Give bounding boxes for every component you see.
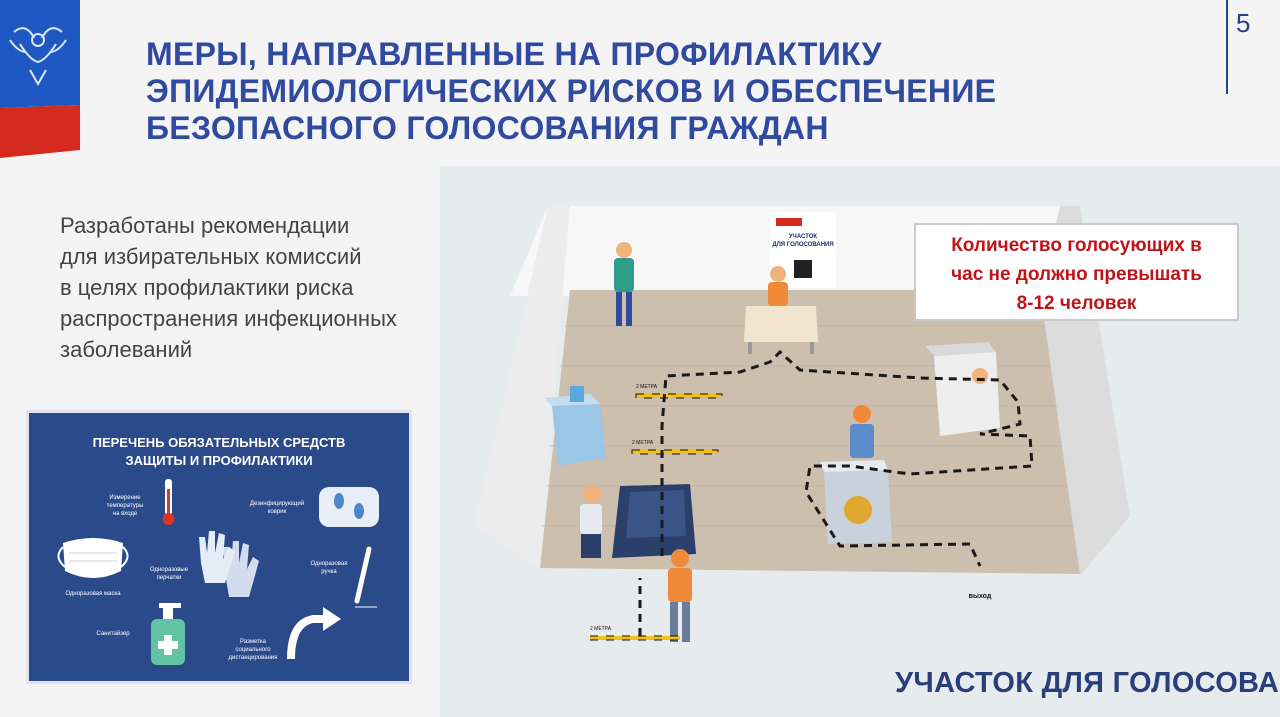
distance-label: 2 МЕТРА [632, 440, 654, 446]
intro-line: для избирательных комиссий [60, 244, 362, 269]
intro-text: Разработаны рекомендации для избирательн… [60, 210, 430, 365]
pen-label: ручка [321, 569, 337, 575]
voter-figure [614, 242, 634, 326]
disinfection-mat-icon [319, 487, 379, 527]
marking-label: социального [235, 647, 271, 653]
thermometer-label: Измерение [109, 495, 141, 501]
mask-label: Одноразовая маска [65, 591, 121, 597]
mat-label: Дезинфицирующий [250, 500, 304, 507]
pen-icon [354, 546, 377, 608]
distance-marking: 2 МЕТРА [635, 384, 723, 399]
distance-marking-arrow-icon [287, 607, 341, 660]
title-line: БЕЗОПАСНОГО ГОЛОСОВАНИЯ ГРАЖДАН [146, 110, 829, 146]
notice-line: 8-12 человек [1016, 293, 1137, 314]
ballot-box [820, 460, 892, 544]
mask-icon [57, 538, 129, 578]
polling-station-caption: УЧАСТОК ДЛЯ ГОЛОСОВАНИЯ [895, 667, 1280, 699]
page-title: МЕРЫ, НАПРАВЛЕННЫЕ НА ПРОФИЛАКТИКУ ЭПИДЕ… [146, 36, 1206, 147]
registration-table [744, 266, 818, 354]
greeter-figure [580, 485, 602, 558]
voter-route-path [638, 349, 1034, 636]
title-line: МЕРЫ, НАПРАВЛЕННЫЕ НА ПРОФИЛАКТИКУ [146, 36, 882, 72]
notice-line: час не должно превышать [951, 264, 1202, 285]
voting-booth [926, 342, 1000, 436]
voter-figure [668, 549, 692, 642]
distance-label: 2 МЕТРА [636, 384, 658, 390]
russian-flag-icon [0, 0, 80, 158]
banner-label: ДЛЯ ГОЛОСОВАНИЯ [772, 242, 833, 248]
thermometer-label: температуры [107, 503, 144, 509]
distance-marking: 2 МЕТРА [631, 440, 719, 455]
poster-heading-line: ПЕРЕЧЕНЬ ОБЯЗАТЕЛЬНЫХ СРЕДСТВ [93, 435, 346, 450]
intro-line: заболеваний [60, 337, 193, 362]
protection-poster: ПЕРЕЧЕНЬ ОБЯЗАТЕЛЬНЫХ СРЕДСТВ ЗАЩИТЫ И П… [26, 410, 412, 684]
poster-illustration: ПЕРЕЧЕНЬ ОБЯЗАТЕЛЬНЫХ СРЕДСТВ ЗАЩИТЫ И П… [57, 435, 379, 665]
marking-label: дистанцирования [228, 655, 277, 661]
gloves-label: Одноразовые [150, 567, 189, 573]
intro-line: распространения инфекционных [60, 306, 397, 331]
sanitizer-label: Санитайзер [96, 630, 130, 637]
distance-label: 2 МЕТРА [590, 626, 612, 632]
thermometer-icon [162, 479, 175, 525]
poster-heading-line: ЗАЩИТЫ И ПРОФИЛАКТИКИ [125, 453, 312, 468]
title-line: ЭПИДЕМИОЛОГИЧЕСКИХ РИСКОВ И ОБЕСПЕЧЕНИЕ [146, 73, 997, 109]
sanitizer-icon [151, 603, 185, 665]
distance-marking: 2 МЕТРА [589, 626, 681, 641]
intro-line: Разработаны рекомендации [60, 213, 350, 238]
notice-line: Количество голосующих в [951, 235, 1202, 256]
mat-label: коврик [268, 509, 287, 515]
polling-station-illustration: УЧАСТОК ДЛЯ ГОЛОСОВАНИЯ [440, 166, 1280, 717]
sanitizer-station [544, 386, 606, 466]
gloves-icon [199, 531, 259, 597]
thermometer-label: на входе [113, 511, 138, 517]
qr-code-icon [794, 260, 812, 278]
page-divider [1226, 0, 1228, 94]
voter-figure [850, 405, 874, 458]
page-number: 5 [1236, 8, 1251, 38]
left-wall [474, 206, 570, 568]
marking-label: Разметка [240, 639, 267, 645]
banner-label: УЧАСТОК [789, 234, 817, 240]
eagle-emblem-icon [9, 27, 67, 87]
intro-line: в целях профилактики риска [60, 275, 354, 300]
gloves-label: перчатки [157, 575, 182, 581]
pen-label: Одноразовая [310, 561, 347, 567]
disinfection-mat [612, 484, 696, 558]
flag-emblem [0, 0, 80, 158]
exit-label: выход [969, 593, 992, 600]
voter-limit-notice: Количество голосующих в час не должно пр… [914, 223, 1239, 321]
